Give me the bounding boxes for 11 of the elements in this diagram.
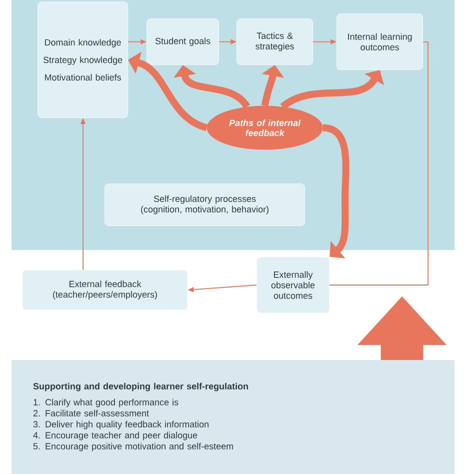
concept-box: External feedback (teacher/peers/employers) [22, 270, 188, 310]
concept-box: Tactics & strategies [236, 18, 313, 65]
concept-box: Student goals [146, 18, 219, 65]
concept-box: Externally observable outcomes [256, 256, 330, 314]
concept-box: Internal learning outcomes [336, 14, 423, 70]
arrow [358, 296, 446, 360]
concept-box: Self-regulatory processes (cognition, motivation, behavior) [104, 184, 305, 226]
feedback-hub: Paths of internal feedback [206, 106, 323, 150]
strategy-panel: Supporting and developing learner self-regulation 1. Clarify what good performance is 2. Facilitate self-assessment 3. Deliver high quality feedback information 4. Encourage teacher and peer dialogue 5. Encourage positive motivation and self-esteem [12, 360, 454, 474]
concept-box: Domain knowledge Strategy knowledge Motivational beliefs [38, 2, 128, 118]
connector-line [329, 41, 428, 286]
